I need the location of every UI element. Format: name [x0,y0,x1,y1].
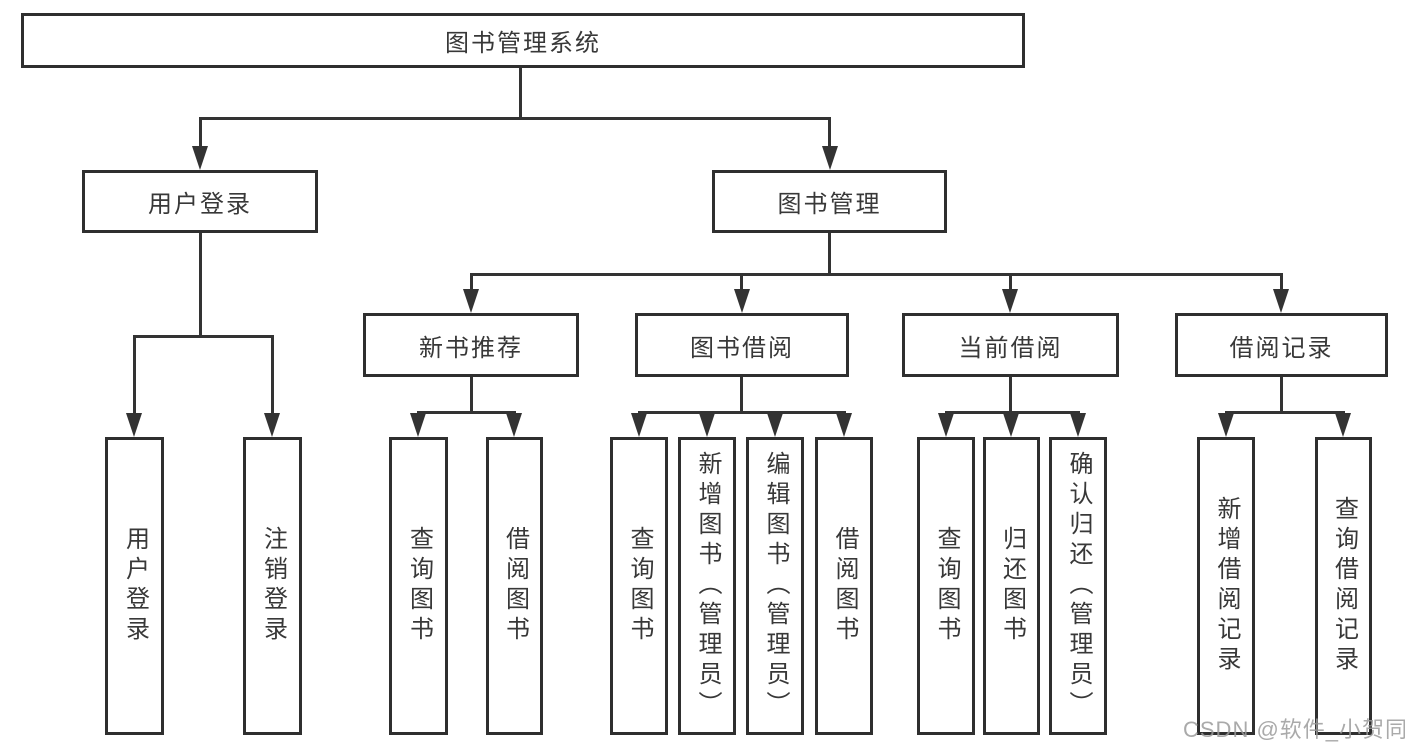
leaf-add-borrow-record: 新增借阅记录 [1197,437,1255,735]
arrow-down-icon [1335,413,1351,437]
arrow-down-icon [822,146,838,170]
leaf-query-books-newbook: 查询图书 [389,437,448,735]
leaf-borrow-books-newbook: 借阅图书 [486,437,543,735]
connector-line [199,233,202,335]
leaf-edit-books-admin: 编辑图书（管理员） [746,437,804,735]
connector-line [133,335,274,338]
arrow-down-icon [126,413,142,437]
node-label: 注销登录 [259,526,287,646]
connector-line [1225,411,1345,414]
node-label: 图书借阅 [690,334,794,362]
node-label: 新书推荐 [419,334,523,362]
node-new-book-recommend: 新书推荐 [363,313,579,377]
node-user-login: 用户登录 [82,170,318,233]
arrow-down-icon [699,413,715,437]
node-borrowing-records: 借阅记录 [1175,313,1388,377]
node-label: 归还图书 [998,526,1026,646]
connector-line [470,273,1283,276]
connector-line [470,273,473,293]
connector-line [945,411,1080,414]
arrow-down-icon [1273,289,1289,313]
node-label: 查询图书 [626,526,653,646]
leaf-query-books-current: 查询图书 [917,437,975,735]
connector-line [1009,273,1012,293]
connector-line [828,233,831,273]
arrow-down-icon [1218,413,1234,437]
arrow-down-icon [836,413,852,437]
arrow-down-icon [264,413,280,437]
leaf-add-books-admin: 新增图书（管理员） [678,437,736,735]
leaf-logout: 注销登录 [243,437,302,735]
connector-line [1280,273,1283,293]
node-book-management: 图书管理 [712,170,947,233]
node-label: 查询借阅记录 [1330,496,1358,676]
node-label: 查询图书 [405,526,433,646]
arrow-down-icon [1002,289,1018,313]
connector-line [271,335,274,417]
arrow-down-icon [938,413,954,437]
node-library-management-system: 图书管理系统 [21,13,1025,68]
arrow-down-icon [767,413,783,437]
leaf-query-books-borrowing: 查询图书 [610,437,668,735]
arrow-down-icon [1003,413,1019,437]
node-label: 借阅记录 [1229,334,1334,362]
connector-line [199,117,202,150]
node-label: 图书管理系统 [445,30,601,57]
connector-line [1009,377,1012,411]
node-label: 确认归还（管理员） [1065,451,1092,721]
leaf-return-books: 归还图书 [983,437,1040,735]
node-label: 新增图书（管理员） [694,451,721,721]
node-label: 图书管理 [777,191,882,218]
connector-line [740,377,743,411]
connector-line [133,335,136,417]
connector-line [828,117,831,150]
node-label: 当前借阅 [958,334,1063,362]
leaf-query-borrow-record: 查询借阅记录 [1315,437,1372,735]
arrow-down-icon [192,146,208,170]
connector-line [417,411,516,414]
arrow-down-icon [463,289,479,313]
node-label: 新增借阅记录 [1213,496,1240,676]
connector-line [638,411,846,414]
node-book-borrowing: 图书借阅 [635,313,849,377]
node-label: 用户登录 [121,526,149,646]
leaf-confirm-return-admin: 确认归还（管理员） [1049,437,1107,735]
leaf-borrow-books-borrowing: 借阅图书 [815,437,873,735]
node-label: 借阅图书 [831,526,858,646]
arrow-down-icon [631,413,647,437]
connector-line [470,377,473,411]
csdn-watermark: CSDN @软件_小贺同学 [1183,717,1405,742]
connector-line [519,68,522,117]
leaf-user-login: 用户登录 [105,437,164,735]
arrow-down-icon [734,289,750,313]
arrow-down-icon [1070,413,1086,437]
connector-line [740,273,743,293]
node-label: 借阅图书 [501,526,529,646]
arrow-down-icon [506,413,522,437]
arrow-down-icon [410,413,426,437]
node-label: 编辑图书（管理员） [762,451,789,721]
connector-line [199,117,831,120]
node-current-borrowing: 当前借阅 [902,313,1119,377]
node-label: 查询图书 [933,526,960,646]
node-label: 用户登录 [148,191,252,218]
connector-line [1280,377,1283,411]
